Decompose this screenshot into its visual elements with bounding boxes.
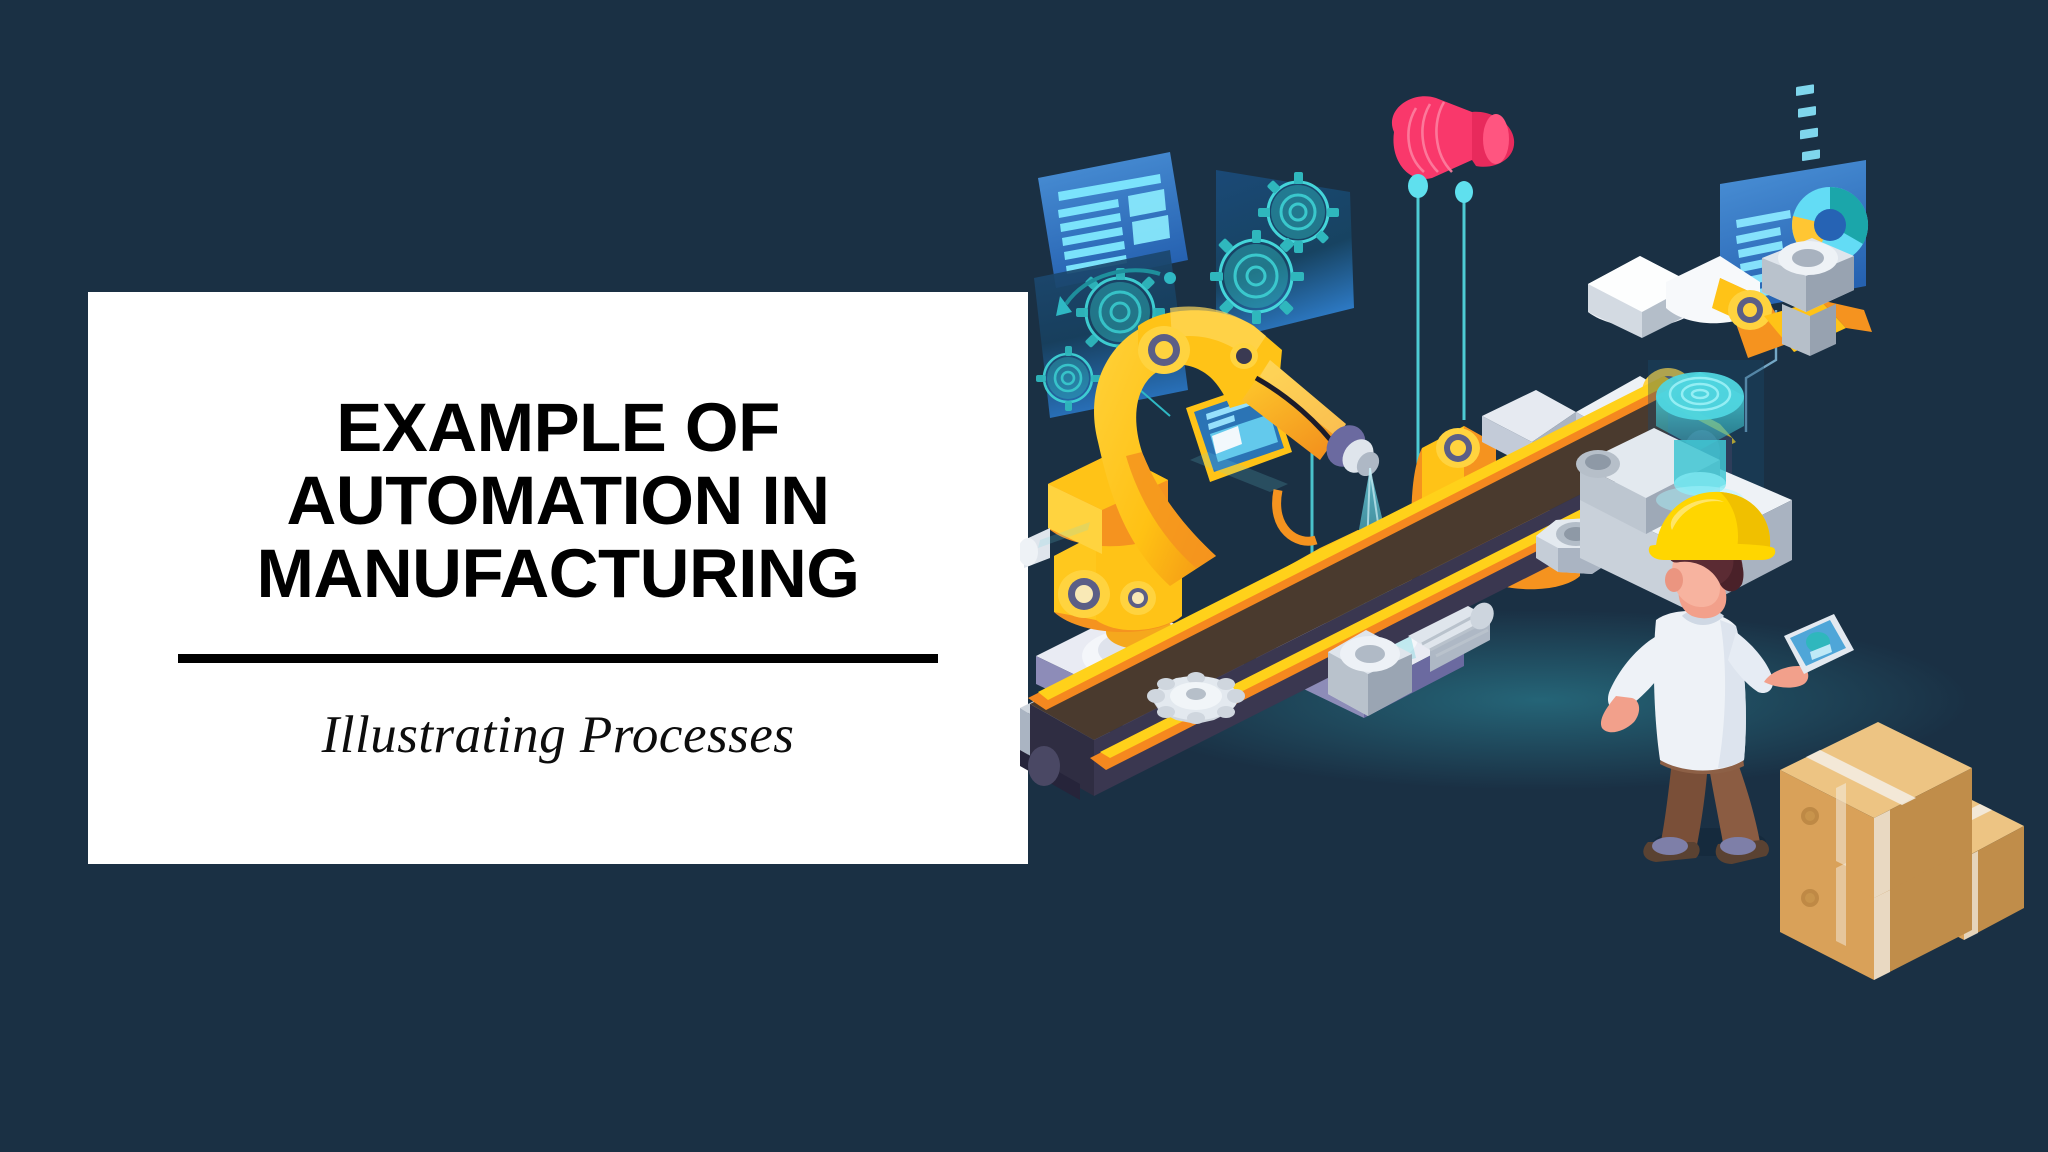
gear-icon (1036, 346, 1101, 411)
hologram-panel-gears-center (1210, 170, 1354, 342)
gear-icon (1258, 172, 1339, 253)
page-title: EXAMPLE OF AUTOMATION IN MANUFACTURING (128, 388, 988, 613)
steel-bolt-part (1762, 238, 1854, 356)
factory-worker (1600, 491, 1854, 864)
hologram-panel-document-left (1038, 152, 1188, 288)
robot-arm-right (1588, 238, 1872, 358)
conveyor-belt (1020, 376, 1736, 800)
factory-automation-illustration (1020, 60, 2048, 1100)
title-line-3: MANUFACTURING (256, 535, 860, 613)
title-card: EXAMPLE OF AUTOMATION IN MANUFACTURING I… (88, 292, 1028, 864)
pink-nozzle-part (1391, 96, 1515, 490)
bolt-part-on-belt (1328, 602, 1494, 716)
cardboard-boxes (1780, 722, 2024, 980)
title-divider (178, 654, 938, 664)
gear-part-on-belt (1147, 672, 1245, 724)
floor-reflection (1038, 452, 1288, 548)
title-line-2: AUTOMATION IN (286, 461, 830, 539)
gear-icon (1210, 230, 1304, 324)
title-line-1: EXAMPLE OF (336, 388, 780, 466)
worker-tablet-screen[interactable] (1784, 614, 1854, 674)
hard-hat (1648, 491, 1776, 560)
page-subtitle: Illustrating Processes (321, 706, 795, 765)
